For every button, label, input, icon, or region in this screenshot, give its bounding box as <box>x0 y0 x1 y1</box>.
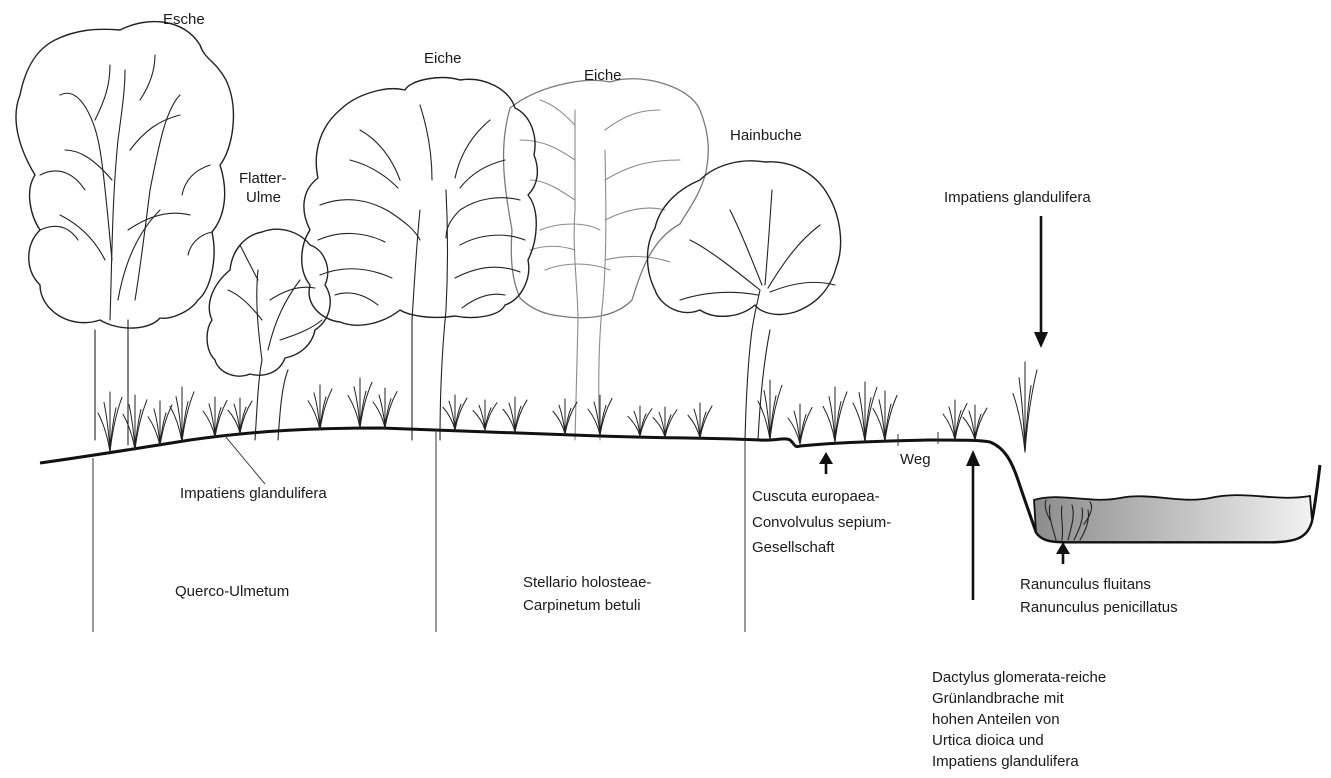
grass-tuft <box>443 395 467 430</box>
grass-tuft <box>148 401 172 446</box>
label-meadow-2: Grünlandbrache mit <box>932 690 1065 707</box>
grass-tuft <box>228 398 252 433</box>
label-cuscuta-3: Gesellschaft <box>752 539 835 556</box>
grass-tuft <box>628 406 652 436</box>
grass-tuft <box>170 387 194 442</box>
label-flatter-ulme-1: Flatter- <box>239 170 287 187</box>
label-stellario-2: Carpinetum betuli <box>523 597 641 614</box>
grass-tuft <box>653 407 677 437</box>
label-stellario-1: Stellario holosteae- <box>523 574 651 591</box>
esche-tree <box>16 22 233 445</box>
label-cuscuta-1: Cuscuta europaea- <box>752 488 880 505</box>
label-cuscuta-2: Convolvulus sepium- <box>752 514 891 531</box>
grass-tuft <box>588 395 612 435</box>
label-weg: Weg <box>900 451 931 468</box>
label-meadow-3: hohen Anteilen von <box>932 711 1060 728</box>
grass-tuft <box>963 405 987 440</box>
grass-tuft <box>348 378 372 428</box>
grass-tuft <box>373 388 397 428</box>
grass-tuft <box>503 397 527 432</box>
label-flatter-ulme-2: Ulme <box>246 189 281 206</box>
grass-tuft <box>823 387 847 442</box>
grass-tuft <box>123 395 147 450</box>
hainbuche-tree <box>648 161 841 440</box>
label-eiche-back: Eiche <box>584 67 622 84</box>
arrow-meadow <box>966 450 980 600</box>
label-ranunculus-2: Ranunculus penicillatus <box>1020 599 1178 616</box>
grass-tuft <box>873 391 897 441</box>
grass-tuft <box>1013 362 1037 452</box>
label-meadow-4: Urtica dioica und <box>932 732 1044 749</box>
label-esche: Esche <box>163 11 205 28</box>
arrow-impatiens-top <box>1034 216 1048 348</box>
eiche-front-tree <box>302 78 538 440</box>
grass-tuft <box>853 382 877 442</box>
label-meadow-5: Impatiens glandulifera <box>932 753 1079 770</box>
label-ranunculus-1: Ranunculus fluitans <box>1020 576 1151 593</box>
arrow-ranunculus <box>1056 542 1070 564</box>
label-impatiens-top: Impatiens glandulifera <box>944 189 1091 206</box>
grass-tuft <box>308 385 332 430</box>
grass-tuft <box>553 399 577 434</box>
label-eiche-front: Eiche <box>424 50 462 67</box>
grass-tuft <box>473 400 497 430</box>
grass-tuft <box>688 403 712 438</box>
grass-tuft <box>788 404 812 444</box>
impatiens-leader-line <box>225 436 265 484</box>
arrow-cuscuta <box>819 452 833 474</box>
label-impatiens-ground: Impatiens glandulifera <box>180 485 327 502</box>
grass-tuft <box>98 392 122 452</box>
flatter-ulme-tree <box>207 229 330 440</box>
label-querco-ulmetum: Querco-Ulmetum <box>175 583 289 600</box>
label-meadow-1: Dactylus glomerata-reiche <box>932 669 1106 686</box>
grass-tuft <box>943 400 967 440</box>
river-water <box>1034 495 1312 542</box>
label-hainbuche: Hainbuche <box>730 127 802 144</box>
grass-tuft <box>203 397 227 437</box>
